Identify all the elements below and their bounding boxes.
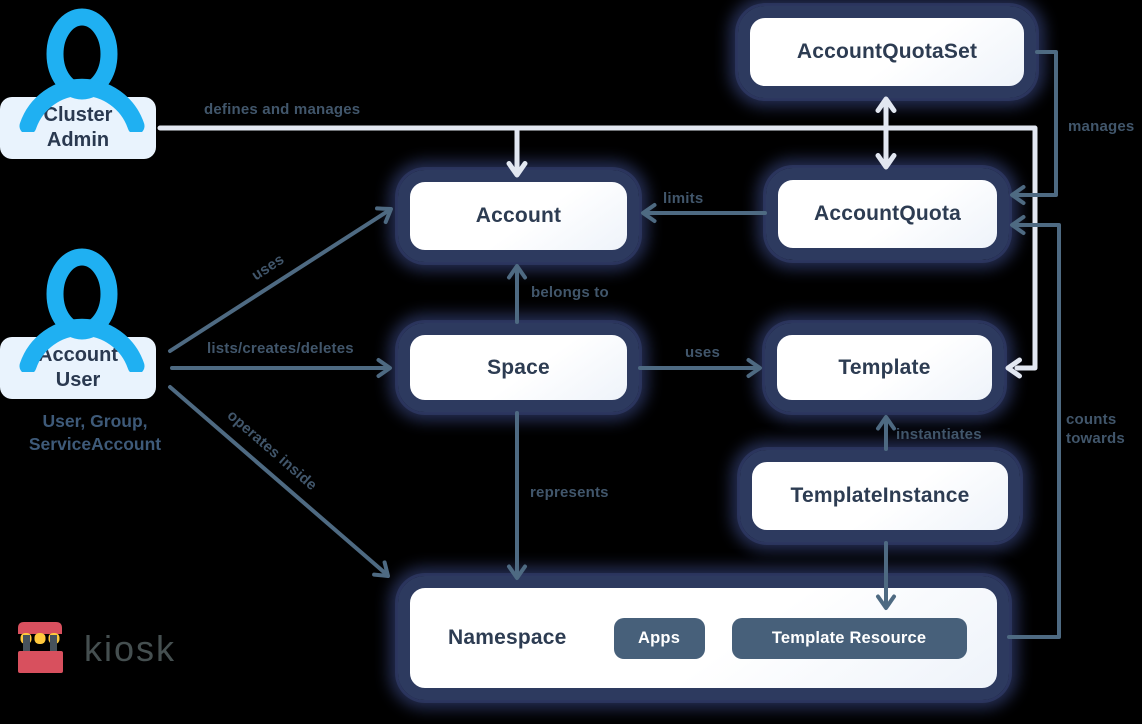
- arrow-limits: [641, 203, 767, 223]
- edge-label-uses-template: uses: [685, 344, 720, 361]
- arrow-quota-set-sync: [875, 96, 897, 170]
- apps-chip: Apps: [613, 617, 705, 659]
- account-user-subtitle: User, Group, ServiceAccount: [0, 410, 190, 456]
- edge-label-represents: represents: [530, 484, 609, 501]
- kiosk-stand-icon: [18, 622, 63, 673]
- cluster-admin-label-line2: Admin: [46, 129, 110, 151]
- edge-label-operates-inside: operates inside: [223, 406, 321, 494]
- arrow-uses-account: [168, 206, 393, 353]
- account-user-subtitle-line1: User, Group,: [42, 411, 148, 431]
- node-account-label: Account: [475, 204, 562, 227]
- edge-label-limits: limits: [663, 190, 704, 207]
- kiosk-logo: kiosk: [14, 616, 176, 676]
- account-user-subtitle-line2: ServiceAccount: [28, 434, 162, 454]
- arrow-belongs-to: [507, 264, 527, 324]
- node-template: Template: [765, 323, 1004, 412]
- cluster-admin-user-icon: [19, 8, 145, 132]
- account-user-label-line1: Account: [38, 344, 118, 366]
- edge-label-uses-account: uses: [248, 250, 288, 285]
- edge-label-instantiates: instantiates: [896, 426, 982, 443]
- node-namespace-label: Namespace: [448, 626, 567, 649]
- arrow-operates-inside: [168, 385, 390, 578]
- edge-label-defines-and-manages: defines and manages: [204, 101, 361, 118]
- account-user-label-line2: User: [55, 369, 101, 391]
- kiosk-logo-text: kiosk: [84, 628, 177, 669]
- template-resource-chip: Template Resource: [731, 617, 967, 659]
- template-resource-chip-label: Template Resource: [771, 628, 927, 647]
- node-namespace: Namespace Apps Template Resource: [398, 576, 1009, 700]
- edge-label-manages: manages: [1068, 118, 1135, 135]
- node-template-instance: TemplateInstance: [740, 450, 1020, 542]
- edge-label-belongs-to: belongs to: [531, 284, 609, 301]
- node-template-label: Template: [838, 355, 931, 379]
- node-account-quota-set: AccountQuotaSet: [738, 6, 1036, 98]
- edge-label-counts-towards: counts towards: [1066, 411, 1125, 447]
- arrow-instantiates: [876, 415, 896, 451]
- account-user-icon: [19, 248, 145, 372]
- arrow-lists-creates-deletes: [170, 358, 392, 378]
- arrow-represents: [507, 411, 527, 580]
- node-account-quota-label: AccountQuota: [813, 202, 962, 225]
- apps-chip-label: Apps: [638, 628, 681, 647]
- node-account-quota: AccountQuota: [766, 168, 1009, 260]
- node-template-instance-label: TemplateInstance: [790, 484, 970, 507]
- node-space: Space: [398, 323, 639, 412]
- node-account-quota-set-label: AccountQuotaSet: [796, 40, 978, 63]
- arrow-counts-towards: [1007, 215, 1061, 639]
- cluster-admin-label-line1: Cluster: [43, 104, 113, 126]
- arrow-uses-template: [638, 358, 762, 378]
- node-account: Account: [398, 170, 639, 262]
- edge-label-lists-creates-deletes: lists/creates/deletes: [207, 340, 354, 357]
- node-space-label: Space: [487, 355, 550, 379]
